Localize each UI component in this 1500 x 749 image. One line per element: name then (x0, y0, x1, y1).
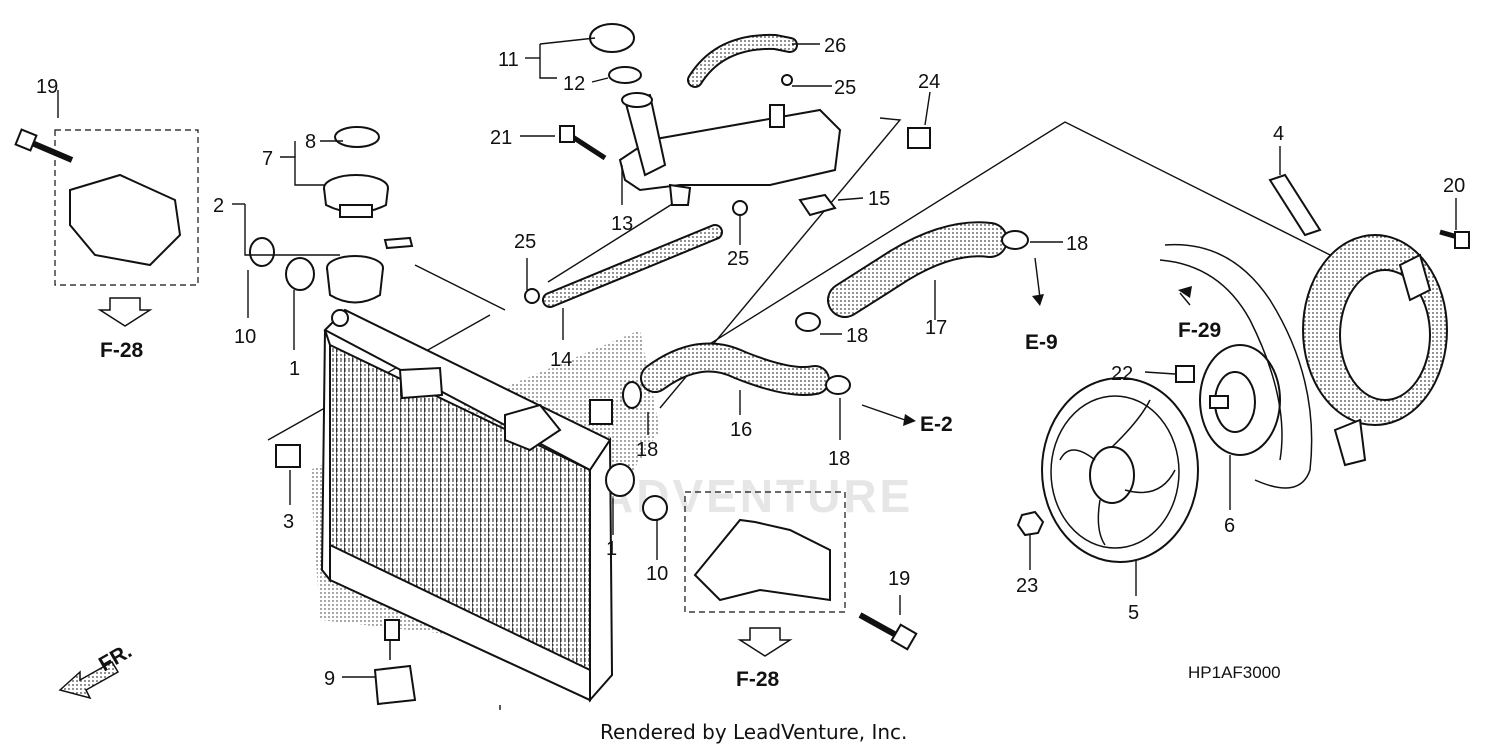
callout-25: 25 (514, 231, 536, 253)
callout-9: 9 (324, 668, 335, 690)
lower-radiator-hose (640, 342, 830, 396)
upper-radiator-hose (827, 221, 1008, 318)
grommets (249, 237, 668, 706)
callout-24: 24 (918, 71, 940, 93)
callout-16: 16 (730, 419, 752, 441)
callout-10: 10 (234, 326, 256, 348)
callout-2: 2 (213, 195, 224, 217)
left-bracket (54, 129, 199, 327)
front-direction-arrow: FR. (58, 639, 136, 700)
callout-14: 14 (550, 349, 572, 371)
radiator-filler-neck (326, 236, 414, 304)
callout-6: 6 (1224, 515, 1235, 537)
callout-25: 25 (727, 248, 749, 270)
callout-18: 18 (846, 325, 868, 347)
callout-18: 18 (828, 448, 850, 470)
bottom-bracket (684, 491, 846, 657)
callout-21: 21 (490, 127, 512, 149)
cooling-fan (1041, 377, 1199, 563)
tube-clip (732, 200, 748, 216)
hose-clamps (622, 230, 1029, 409)
callout-17: 17 (925, 317, 947, 339)
callout-1: 1 (289, 358, 300, 380)
bolts (14, 125, 1470, 651)
callout-8: 8 (305, 131, 316, 153)
callout-4: 4 (1273, 123, 1284, 145)
callout-13: 13 (611, 213, 633, 235)
callout-20: 20 (1443, 175, 1465, 197)
radiator-cap (323, 126, 389, 218)
tube-clip (524, 288, 540, 304)
radiator (310, 308, 660, 703)
ref-e2: E-2 (920, 413, 953, 436)
callout-19: 19 (888, 568, 910, 590)
callout-18: 18 (1066, 233, 1088, 255)
callout-5: 5 (1128, 602, 1139, 624)
callout-25: 25 (834, 77, 856, 99)
callout-3: 3 (283, 511, 294, 533)
callout-15: 15 (868, 188, 890, 210)
callout-26: 26 (824, 35, 846, 57)
reference-arrows (861, 286, 1192, 426)
ref-f29: F-29 (1178, 319, 1221, 342)
callout-22: 22 (1111, 363, 1133, 385)
ref-f28-bottom: F-28 (736, 668, 780, 691)
callout-23: 23 (1016, 575, 1038, 597)
callout-11: 11 (498, 49, 519, 71)
cap-packing (608, 66, 642, 84)
callout-18: 18 (636, 439, 658, 461)
ref-f28-left: F-28 (100, 339, 144, 362)
tube-clip (781, 74, 793, 86)
callout-10: 10 (646, 563, 668, 585)
callout-12: 12 (563, 73, 585, 95)
ref-e9: E-9 (1025, 331, 1058, 354)
reserve-tank (618, 92, 842, 206)
tank-bracket (798, 193, 837, 217)
fan-motor (1199, 344, 1281, 456)
callout-7: 7 (262, 148, 273, 170)
reserve-tank-cap (589, 23, 635, 53)
part-code: HP1AF3000 (1188, 663, 1281, 682)
fan-wiring (1164, 243, 1313, 489)
callout-1: 1 (606, 538, 617, 560)
fan-shroud (1268, 173, 1448, 467)
callout-leaders (57, 37, 1457, 678)
fan-nut (1016, 510, 1045, 537)
credit-text: Rendered by LeadVenture, Inc. (600, 720, 907, 744)
callout-numbers: 19 2 7 8 10 1 3 9 11 12 21 13 25 14 25 2… (36, 35, 1465, 690)
callout-19: 19 (36, 76, 58, 98)
